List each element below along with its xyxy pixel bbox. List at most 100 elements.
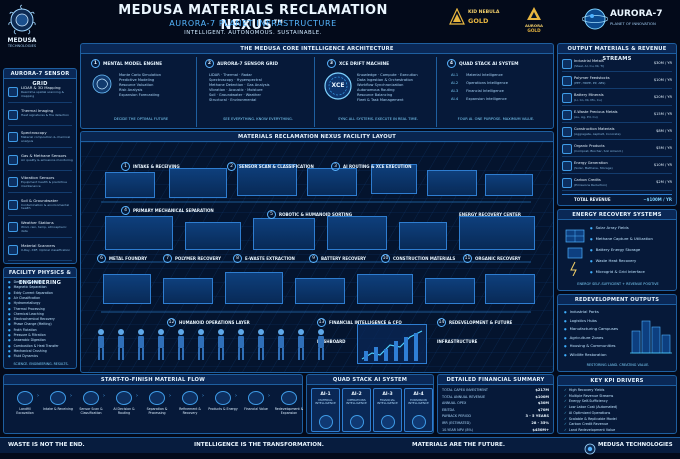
revenue-sub: (Solar, Methane, Storage) (574, 166, 613, 170)
flow-step-label: Landfill Excavation (16, 407, 34, 415)
humanoid-robot-icon (155, 328, 167, 362)
sensor-name: Vibration Sensors (21, 175, 55, 180)
revenue-sub: (Emissions Reduction) (574, 183, 608, 187)
revenue-icon (562, 76, 572, 86)
humanoid-robot-icon (295, 328, 307, 362)
facility-station[interactable]: ENERGY RECOVERY CENTER (459, 204, 521, 223)
core-item: Expansion Forecasting (119, 93, 160, 97)
revenue-value: $20M / YR (653, 95, 672, 99)
kpi-item: Low Labor Cost (Automated) (564, 405, 618, 409)
station-number: 11 (463, 254, 472, 263)
kpi-item: High Recovery Yields (564, 388, 605, 392)
core-block-number: 2 (205, 59, 214, 68)
facility-building (307, 168, 357, 196)
revenue-value: $15M / YR (653, 112, 672, 116)
flow-arrow-icon: › (103, 393, 105, 399)
redev-title: REDEVELOPMENT OUTPUTS (558, 295, 676, 305)
facility-building (485, 274, 535, 304)
core-item: Monte Carlo Simulation (119, 73, 162, 77)
finance-value: $217M (535, 388, 549, 392)
revenue-icon (562, 161, 572, 171)
kpi-title: KEY KPI DRIVERS (558, 376, 676, 386)
flow-step-icon (116, 391, 132, 405)
sensor-desc: Air quality & emissions monitoring (21, 157, 73, 162)
station-number: 4 (121, 206, 130, 215)
brand-name: MEDUSA (7, 37, 37, 44)
humanoid-robot-icon (255, 328, 267, 362)
station-label: AI ROUTING & XCE EXECUTION (343, 164, 412, 169)
flow-step-icon (50, 391, 66, 405)
revenue-sub: (Au, Ag, Pd, Cu) (574, 115, 598, 119)
kpi-item: Land Redevelopment Value (564, 428, 615, 432)
revenue-icon (562, 59, 572, 69)
planet-icon (581, 6, 609, 32)
material-flow-title: START-TO-FINISH MATERIAL FLOW (4, 375, 302, 385)
quad-ai-icon (412, 415, 426, 429)
sensor-desc: Wind, rain, temp, atmospheric data (21, 225, 67, 233)
core-block-footer: SYNC ALL SYSTEMS. EXECUTE IN REAL TIME. (337, 117, 419, 121)
sensor-name: Gas & Methane Sensors (21, 152, 67, 158)
station-label: FINANCIAL INTELLIGENCE & CFO DASHBOARD (317, 320, 402, 344)
core-item: Vibration · Acoustic · Moisture (209, 88, 263, 92)
flow-step-label: Sensor Scan & Classification (79, 407, 103, 415)
core-block-footer: SEE EVERYTHING. KNOW EVERYTHING. (223, 117, 293, 121)
core-block-title: XCE DRIFT MACHINE (339, 62, 390, 67)
core-item: Autonomous Routing (357, 88, 395, 92)
flow-step-icon (248, 391, 264, 405)
page-subtitle: AURORA-7 PLANET INFRASTRUCTURE (169, 19, 337, 28)
revenue-row: Battery Minerals(Li, Co, Ni, Mn, Cu)$20M… (562, 90, 672, 106)
quad-ai-code: AI-1 (320, 392, 331, 397)
city-icon (628, 311, 674, 357)
footer-brand-icon (584, 440, 596, 455)
physics-footer: SCIENCE. ENGINEERING. RESULTS. (13, 362, 69, 366)
revenue-icon (562, 110, 572, 120)
facility-building (399, 222, 447, 250)
energy-item: Battery Energy Storage (590, 247, 641, 252)
physics-item: Magnetic Separation (8, 285, 47, 289)
physics-item: Chemical Leaching (8, 312, 44, 316)
facility-building (105, 172, 155, 198)
core-item: Resource Valuation (119, 83, 154, 87)
sensor-icon (8, 154, 18, 165)
sensor-desc: Equipment health & predictive maintenanc… (21, 180, 67, 188)
redev-panel: REDEVELOPMENT OUTPUTS Industrial ParksLo… (557, 294, 677, 372)
core-item: Workflow Synchronization (357, 83, 404, 87)
energy-title: ENERGY RECOVERY SYSTEMS (558, 210, 676, 220)
aurora-gold-label-1: AURORA (525, 23, 543, 28)
finance-key: 10-YEAR NPV (8%) (442, 427, 474, 432)
physics-item: Froth Flotation (8, 328, 37, 332)
core-architecture-panel: THE MEDUSA CORE INTELLIGENCE ARCHITECTUR… (80, 43, 554, 129)
humanoid-robot-icon (115, 328, 127, 362)
quad-ai-label: MATERIAL INTELLIGENCE (315, 398, 336, 406)
planet-sub: PLANET OF INNOVATION (610, 21, 656, 26)
revenue-total-value: ~$100M / YR (643, 197, 672, 202)
energy-panel: ENERGY RECOVERY SYSTEMS Solar Array Fiel… (557, 209, 677, 291)
physics-item: Fluid Dynamics (8, 354, 38, 358)
station-number: 13 (317, 318, 326, 327)
ai-code: AI-2 (451, 81, 459, 85)
facility-layout-title: MATERIALS RECLAMATION NEXUS FACILITY LAY… (81, 132, 553, 142)
core-item: LIDAR · Thermal · Radar (209, 73, 252, 77)
station-number: 7 (163, 254, 172, 263)
